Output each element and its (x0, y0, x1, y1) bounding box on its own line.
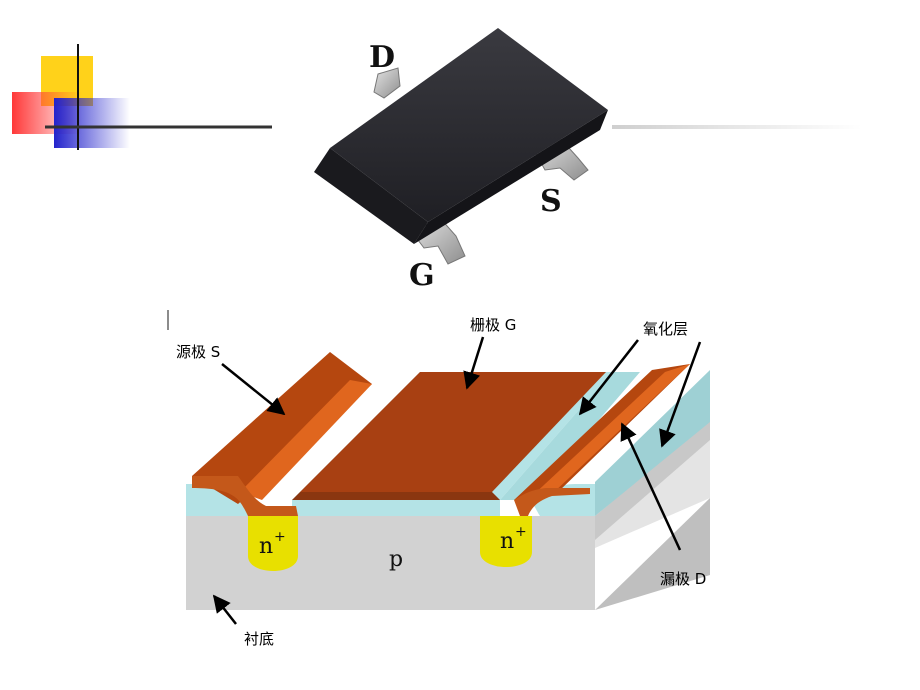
gate-callout-arrow (463, 336, 485, 390)
substrate-callout-arrow (212, 594, 237, 625)
source-label: 源极 S (176, 343, 220, 361)
n-plus-source-region (248, 516, 298, 571)
oxide-label: 氧化层 (643, 320, 688, 338)
deco-fade-line (612, 125, 862, 129)
gate-metal-front (292, 492, 500, 500)
substrate-label: 衬底 (244, 630, 274, 648)
n-plus-source-label: n (259, 534, 273, 559)
source-metal-highlight (240, 380, 372, 500)
oxide-right-strip (500, 372, 640, 500)
drain-label: 漏极 D (660, 570, 706, 588)
gate-label: 栅极 G (470, 316, 516, 334)
source-callout-arrow (221, 363, 286, 416)
n-plus-drain-sup: + (515, 524, 527, 540)
source-metal-front (192, 476, 298, 516)
substrate-side (595, 498, 710, 610)
pin-label-gate: G (409, 258, 435, 293)
n-plus-source-sup: + (274, 529, 286, 545)
p-body-label: p (389, 547, 403, 572)
source-metal-top (192, 352, 372, 504)
package-body-top (330, 28, 608, 222)
n-plus-drain-label: n (500, 529, 514, 554)
drain-metal-front (514, 488, 590, 516)
package-body-front (414, 110, 608, 244)
oxide-front-center (292, 500, 500, 516)
package-body-side (314, 148, 428, 244)
n-plus-drain-region (480, 516, 532, 567)
pin-label-source: S (540, 184, 562, 219)
pin-label-drain: D (369, 40, 395, 75)
oxide-callout-arrow-1 (578, 339, 639, 416)
substrate-top-edge (595, 420, 710, 540)
lead-drain (373, 67, 401, 99)
drain-callout-arrow (620, 422, 682, 551)
deco-blue-square (54, 98, 130, 148)
oxide-side-face (595, 370, 710, 516)
sot23-package: D S G (314, 28, 608, 293)
oxide-callout-arrow-2 (659, 341, 702, 448)
mosfet-cross-section: n + n + p 源极 S 栅极 G 氧化层 漏极 D 衬底 (167, 310, 710, 648)
gate-metal-top (300, 372, 606, 492)
decorative-corner (12, 44, 862, 150)
drain-metal-highlight (530, 364, 690, 498)
